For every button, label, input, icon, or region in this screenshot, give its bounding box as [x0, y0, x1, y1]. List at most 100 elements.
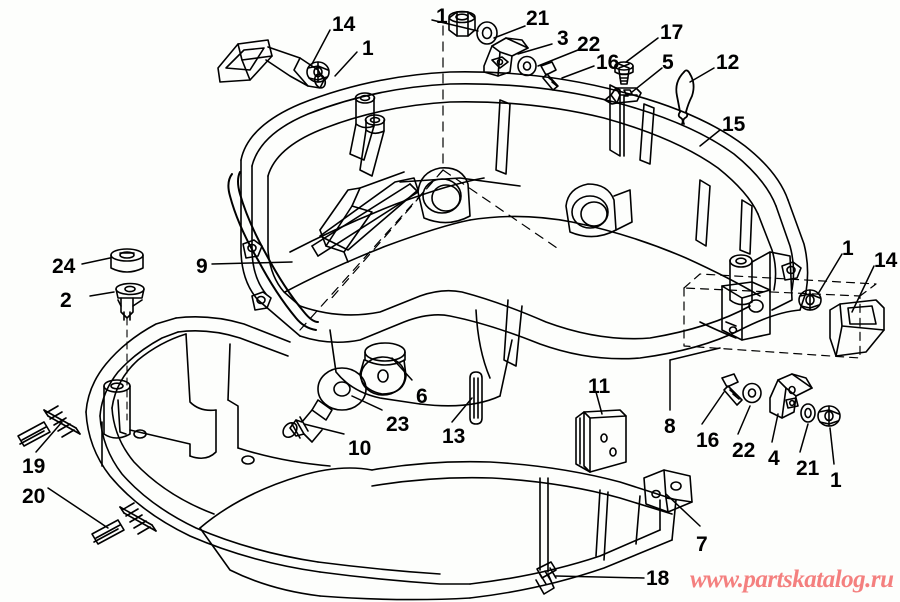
callout-number-1: 1: [830, 469, 842, 492]
callout-number-21: 21: [796, 457, 820, 480]
rib-1: [609, 84, 621, 157]
part-right-bracket-assembly: [699, 251, 793, 341]
callout-number-13: 13: [442, 425, 466, 448]
callout-number-11: 11: [588, 375, 611, 398]
rim-lug-upper-left: [242, 239, 263, 259]
leader-21-bottom: [799, 423, 809, 453]
part-grommet-fastener-2: [115, 282, 145, 321]
callout-number-1: 1: [842, 237, 854, 260]
leader-23: [351, 395, 383, 411]
callout-number-7: 7: [696, 533, 708, 556]
leader-20: [47, 487, 109, 529]
part-washer-22-bottom: [742, 382, 762, 404]
leader-21: [493, 25, 526, 39]
leader-14-topleft: [311, 29, 331, 65]
rim-lug-lower-left: [251, 291, 272, 311]
callout-number-21: 21: [526, 7, 550, 30]
part-flat-washer-21-top: [476, 21, 498, 45]
leader-13: [451, 397, 473, 423]
leader-10: [303, 423, 345, 435]
callout-number-12: 12: [716, 51, 740, 74]
leader-15: [699, 129, 721, 147]
part-long-bolt-20: [91, 502, 157, 545]
callout-number-17: 17: [660, 21, 684, 44]
part-short-screw-18: [535, 561, 557, 595]
leader-9: [211, 261, 293, 265]
callout-number-9: 9: [196, 255, 208, 278]
boss-hole-right: [359, 114, 386, 177]
callout-number-8: 8: [664, 415, 676, 438]
callout-number-16: 16: [696, 429, 720, 452]
part-zinc-anode-11: [575, 409, 627, 473]
watermark: www.partskatalog.ru: [690, 566, 894, 593]
leader-16-top: [561, 65, 595, 79]
leader-8-horiz: [669, 347, 721, 361]
part-hex-nut-top: [448, 10, 476, 37]
leader-1-right: [817, 253, 843, 295]
right-oval-recess: [565, 183, 633, 238]
callout-number-10: 10: [348, 437, 372, 460]
callout-number-6: 6: [416, 385, 428, 408]
part-mounting-bracket-4: [769, 373, 813, 419]
leader-19: [35, 421, 63, 453]
leader-22: [537, 49, 579, 67]
leader-6: [391, 357, 413, 381]
part-hex-screw-16-bottom: [721, 373, 743, 406]
tube-boss-left: [103, 379, 131, 439]
leader-2: [89, 291, 115, 297]
leader-1-topleft: [334, 51, 358, 77]
part-washer-21-bottom: [800, 403, 816, 423]
leader-11: [595, 391, 603, 415]
part-latch-handle-right: [829, 299, 885, 357]
center-oval-recess: [417, 167, 471, 224]
leader-1-top: [431, 19, 479, 32]
part-stud-bolt-10: [282, 399, 333, 443]
part-long-bolt-19: [17, 405, 81, 447]
part-large-washer-23: [317, 367, 367, 411]
leader-18: [555, 575, 645, 579]
leader-7: [665, 493, 701, 527]
leader-22-bottom: [737, 405, 751, 435]
callout-number-20: 20: [22, 485, 46, 508]
part-slotted-screw-17: [614, 61, 634, 85]
part-lower-cover-right-wing: [371, 460, 693, 599]
rib-2: [639, 103, 655, 165]
part-latch-handle-lever: [217, 39, 327, 89]
leader-16-bottom: [701, 391, 725, 425]
part-spacer-bushing-24: [110, 248, 144, 273]
leader-12: [689, 67, 715, 83]
part-knob-nut-1-bottom: [817, 405, 841, 427]
part-slot-plug-13: [469, 371, 483, 425]
callout-number-14: 14: [874, 249, 898, 272]
leader-17: [625, 37, 659, 63]
callout-number-2: 2: [60, 289, 72, 312]
callout-number-5: 5: [662, 51, 674, 74]
rib-3: [695, 179, 711, 247]
part-seal-strip-9: [227, 171, 319, 331]
callout-number-14: 14: [332, 13, 356, 36]
callout-number-15: 15: [722, 113, 746, 136]
part-upper-cover-half: [240, 71, 877, 407]
part-lower-cover-half: [85, 316, 471, 601]
rib-4: [739, 199, 753, 255]
part-knob-nut-right: [798, 289, 822, 311]
callout-number-1: 1: [436, 5, 448, 28]
leader-24: [81, 257, 111, 265]
part-flat-washer-22-top: [517, 55, 537, 77]
callout-number-1: 1: [362, 37, 374, 60]
callout-number-16: 16: [596, 51, 620, 74]
part-knob-nut-topleft: [306, 61, 330, 83]
leader-5: [631, 67, 663, 93]
callout-number-22: 22: [577, 33, 601, 56]
leader-1-bottom: [829, 427, 835, 465]
leader-4: [771, 413, 779, 443]
part-rubber-mount-bushing-6: [359, 342, 407, 396]
boss-hole-left: [349, 92, 376, 161]
part-latch-hook-bracket: [483, 37, 529, 77]
callout-number-4: 4: [768, 447, 780, 470]
leader-3: [517, 43, 553, 55]
callout-number-23: 23: [386, 413, 410, 436]
callout-number-24: 24: [52, 255, 76, 278]
